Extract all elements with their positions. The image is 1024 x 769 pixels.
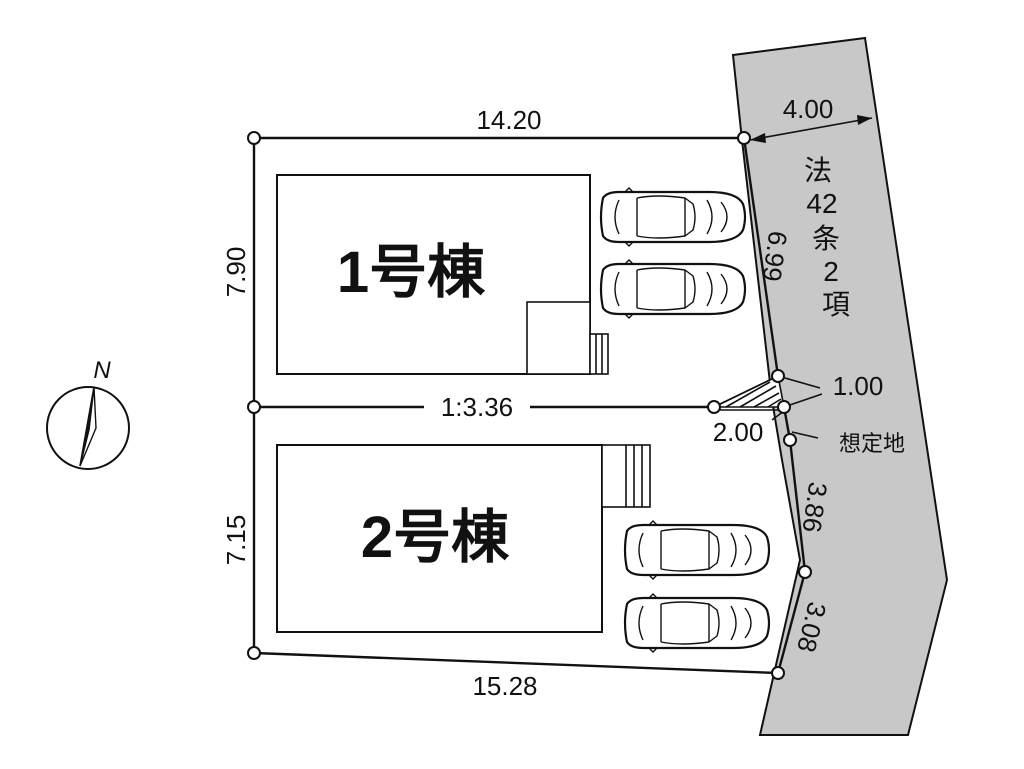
node — [247, 131, 261, 145]
car-icon — [599, 258, 747, 320]
node — [247, 646, 261, 660]
lot2-depth-label: 7.15 — [221, 515, 251, 566]
corner-cut — [713, 374, 823, 439]
south-width-label: 15.28 — [472, 671, 537, 701]
north-width-label: 14.20 — [476, 105, 541, 135]
svg-text:1:3.36: 1:3.36 — [441, 392, 513, 422]
node — [783, 433, 797, 447]
road-width-dimension: 4.00 — [749, 94, 873, 143]
node — [777, 400, 791, 414]
north-arrow-icon: N — [46, 357, 130, 470]
building-2: 2号棟 — [276, 444, 651, 633]
svg-text:42: 42 — [806, 188, 837, 219]
svg-text:条: 条 — [812, 223, 840, 254]
frontage-1-label: 6.99 — [757, 229, 794, 283]
lot-boundaries — [252, 136, 807, 675]
assumed-land-label: 想定地 — [839, 431, 905, 456]
svg-text:項: 項 — [822, 289, 850, 320]
node — [707, 400, 721, 414]
frontage-2-label: 3.86 — [797, 480, 834, 534]
car-icon — [599, 186, 747, 248]
node — [798, 565, 812, 579]
car-icon — [623, 519, 771, 581]
svg-text:2: 2 — [823, 256, 839, 287]
boundary-nodes — [247, 131, 812, 680]
lot1-depth-label: 7.90 — [221, 247, 251, 298]
building-1-label: 1号棟 — [337, 240, 486, 305]
node — [737, 131, 751, 145]
node — [771, 666, 785, 680]
corner-cut-a-label: 1.00 — [833, 371, 884, 401]
node — [247, 400, 261, 414]
corner-cut-b-label: 2.00 — [713, 417, 764, 447]
car-icon — [623, 592, 771, 654]
building-1: 1号棟 — [276, 174, 609, 375]
road-width-label: 4.00 — [783, 94, 834, 124]
node — [771, 369, 785, 383]
svg-text:法: 法 — [804, 155, 832, 186]
north-label: N — [93, 357, 111, 384]
road-strip — [731, 36, 949, 736]
building-2-label: 2号棟 — [361, 505, 510, 570]
road-regulation-label: 法 42 条 2 項 — [804, 155, 850, 320]
divider-label: 1:3.36 — [424, 392, 530, 422]
